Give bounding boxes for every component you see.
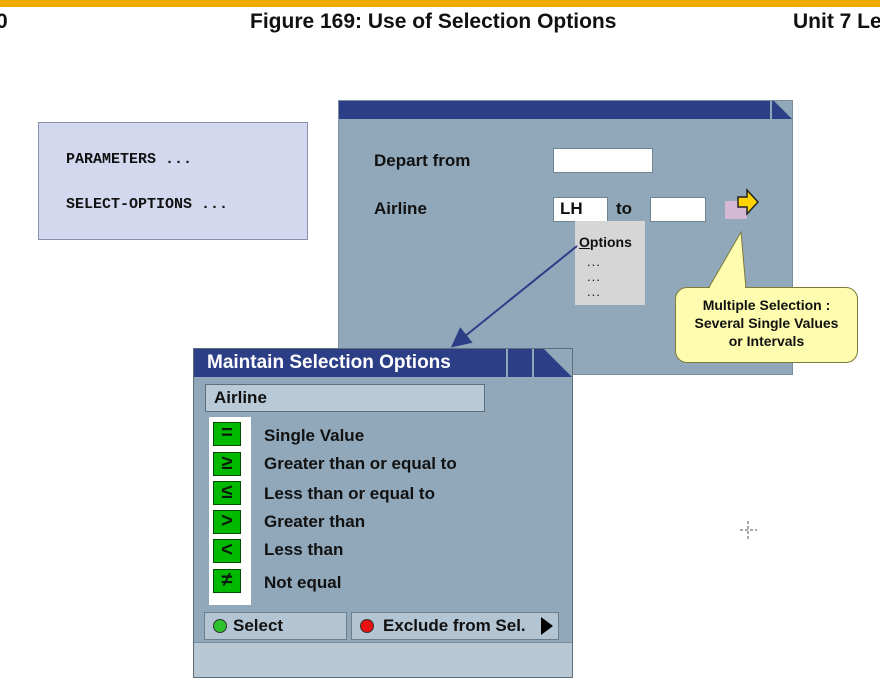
not-equal-icon[interactable]: ≠ xyxy=(213,569,241,593)
options-to-dialog-arrow xyxy=(450,245,578,348)
code-select-options: SELECT-OPTIONS ... xyxy=(66,196,229,213)
screen-title-bar xyxy=(339,101,792,119)
airline-low-field[interactable]: LH xyxy=(553,197,608,222)
option-label-less-than[interactable]: Less than xyxy=(264,540,344,559)
select-button[interactable]: Select xyxy=(204,612,347,640)
less-than-icon[interactable]: < xyxy=(213,539,241,563)
depart-field[interactable] xyxy=(553,148,653,173)
operator-column: = ≥ ≤ > < ≠ xyxy=(209,417,251,605)
callout-line: Several Single Values xyxy=(694,315,839,331)
title-bar-corner xyxy=(774,101,792,119)
red-light-icon xyxy=(360,619,374,633)
dialog-title-bar: Maintain Selection Options xyxy=(194,349,572,377)
title-bar-separator xyxy=(532,349,534,377)
exclude-button[interactable]: Exclude from Sel. xyxy=(351,612,559,640)
code-box: PARAMETERS ... SELECT-OPTIONS ... xyxy=(38,122,308,240)
options-menu-item[interactable]: ... xyxy=(587,269,601,284)
select-button-label: Select xyxy=(233,616,284,635)
option-label-not-equal[interactable]: Not equal xyxy=(264,573,342,592)
airline-label: Airline xyxy=(374,199,427,218)
top-accent-bar xyxy=(0,0,880,7)
callout-line: Multiple Selection : xyxy=(702,297,831,313)
dialog-footer xyxy=(194,642,572,677)
greater-than-icon[interactable]: > xyxy=(213,510,241,534)
option-label-less-equal[interactable]: Less than or equal to xyxy=(264,484,435,503)
greater-equal-icon[interactable]: ≥ xyxy=(213,452,241,476)
multiple-selection-arrow-icon[interactable] xyxy=(736,188,760,218)
airline-high-field[interactable] xyxy=(650,197,706,222)
callout-line: or Intervals xyxy=(728,333,805,349)
options-menu-item[interactable]: ... xyxy=(587,254,601,269)
to-label: to xyxy=(616,199,633,218)
depart-label: Depart from xyxy=(374,151,471,170)
multiple-selection-callout: Multiple Selection : Several Single Valu… xyxy=(675,287,858,363)
title-bar-corner xyxy=(544,349,572,377)
option-label-single-value[interactable]: Single Value xyxy=(264,426,365,445)
options-menu: Options ... ... ... xyxy=(575,221,645,305)
header-unit: Unit 7 Le xyxy=(793,10,880,33)
dialog-title: Maintain Selection Options xyxy=(207,352,451,373)
crosshair-cursor-icon xyxy=(740,521,757,539)
less-equal-icon[interactable]: ≤ xyxy=(213,481,241,505)
options-menu-title[interactable]: Options xyxy=(579,234,632,250)
selection-screen: Depart from Airline LH to Options ... ..… xyxy=(338,100,793,375)
play-right-icon xyxy=(541,617,553,635)
code-parameters: PARAMETERS ... xyxy=(66,151,193,168)
dialog-field-name: Airline xyxy=(205,384,485,412)
figure-title: Figure 169: Use of Selection Options xyxy=(250,10,617,33)
equal-icon[interactable]: = xyxy=(213,422,241,446)
exclude-button-label: Exclude from Sel. xyxy=(383,616,526,635)
option-label-greater-than[interactable]: Greater than xyxy=(264,512,366,531)
option-label-greater-equal[interactable]: Greater than or equal to xyxy=(264,454,457,473)
title-bar-separator xyxy=(770,101,772,119)
options-menu-item[interactable]: ... xyxy=(587,284,601,299)
title-bar-separator xyxy=(506,349,508,377)
green-light-icon xyxy=(213,619,227,633)
maintain-selection-options-dialog: Maintain Selection Options Airline = ≥ ≤… xyxy=(193,348,573,678)
header-page-number: 0 xyxy=(0,10,8,33)
